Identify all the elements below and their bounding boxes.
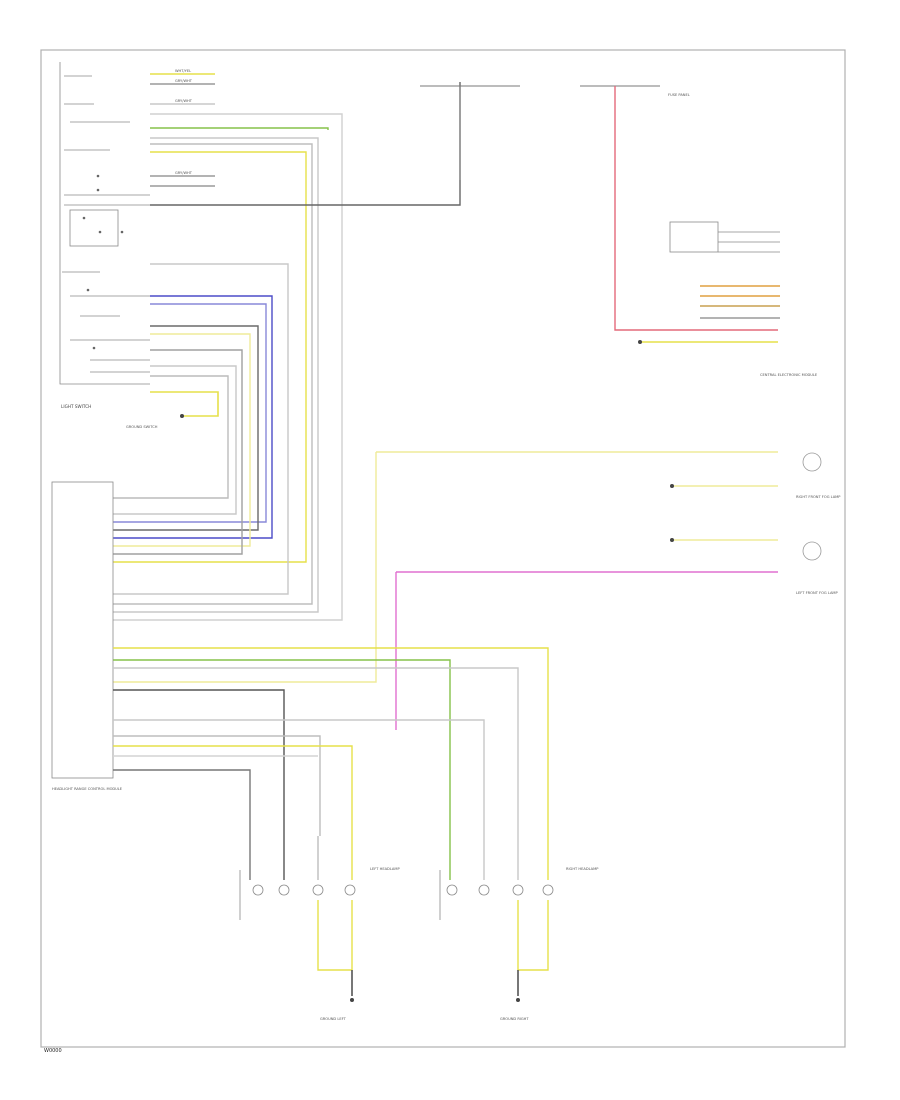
svg-text:GRY/WHT: GRY/WHT bbox=[175, 99, 193, 103]
ground-right: GROUND RIGHT bbox=[500, 970, 529, 1021]
right-headlamp: RIGHT HEADLAMP bbox=[439, 836, 599, 971]
fuse-panel-left bbox=[420, 85, 520, 180]
svg-text:LEFT HEADLAMP: LEFT HEADLAMP bbox=[370, 867, 400, 871]
relay-box bbox=[669, 221, 780, 253]
ground-right-top bbox=[638, 340, 778, 344]
diagram-frame bbox=[40, 49, 846, 1048]
svg-text:GROUND RIGHT: GROUND RIGHT bbox=[500, 1017, 529, 1021]
ground-left: GROUND LEFT bbox=[320, 970, 354, 1021]
light-switch-component bbox=[59, 62, 150, 385]
lower-harness bbox=[113, 647, 549, 836]
switch-output-stubs bbox=[150, 73, 215, 187]
ground-switch: GROUND SWITCH bbox=[126, 391, 219, 429]
svg-text:RIGHT HEADLAMP: RIGHT HEADLAMP bbox=[566, 867, 599, 871]
svg-text:GRY/WHT: GRY/WHT bbox=[175, 79, 193, 83]
light-switch-terminals bbox=[82, 174, 124, 350]
svg-text:GROUND LEFT: GROUND LEFT bbox=[320, 1017, 347, 1021]
pink-feed bbox=[395, 571, 778, 730]
fuse-panel-label: FUSE PANEL bbox=[668, 93, 690, 97]
wire-bundle-upper bbox=[113, 82, 461, 621]
headlamp-module-label: HEADLIGHT RANGE CONTROL MODULE bbox=[52, 787, 123, 791]
svg-text:RIGHT FRONT FOG LAMP: RIGHT FRONT FOG LAMP bbox=[796, 495, 841, 499]
ground-headlamp-feed bbox=[670, 538, 778, 542]
left-headlamp: LEFT HEADLAMP bbox=[239, 836, 400, 971]
right-fog-lamp: RIGHT FRONT FOG LAMP bbox=[796, 452, 841, 499]
svg-text:GROUND SWITCH: GROUND SWITCH bbox=[126, 425, 158, 429]
switch-wire-tags: WHT/YEL GRY/WHT GRY/WHT GRY/WHT bbox=[175, 69, 193, 175]
headlamp-module-box bbox=[51, 481, 114, 779]
svg-text:GRY/WHT: GRY/WHT bbox=[175, 171, 193, 175]
ground-right-fog bbox=[670, 484, 778, 488]
diagram-code: W0000 bbox=[44, 1048, 62, 1054]
left-fog-lamp: LEFT FRONT FOG LAMP bbox=[796, 541, 838, 595]
central-module-label: CENTRAL ELECTRONIC MODULE bbox=[760, 373, 818, 377]
svg-text:LEFT FRONT FOG LAMP: LEFT FRONT FOG LAMP bbox=[796, 591, 838, 595]
central-module-connector bbox=[700, 285, 780, 319]
light-switch-label: LIGHT SWITCH bbox=[61, 404, 91, 409]
yellow-feed-fog bbox=[113, 451, 778, 683]
svg-text:WHT/YEL: WHT/YEL bbox=[175, 69, 191, 73]
fuse-panel-right bbox=[580, 85, 778, 331]
